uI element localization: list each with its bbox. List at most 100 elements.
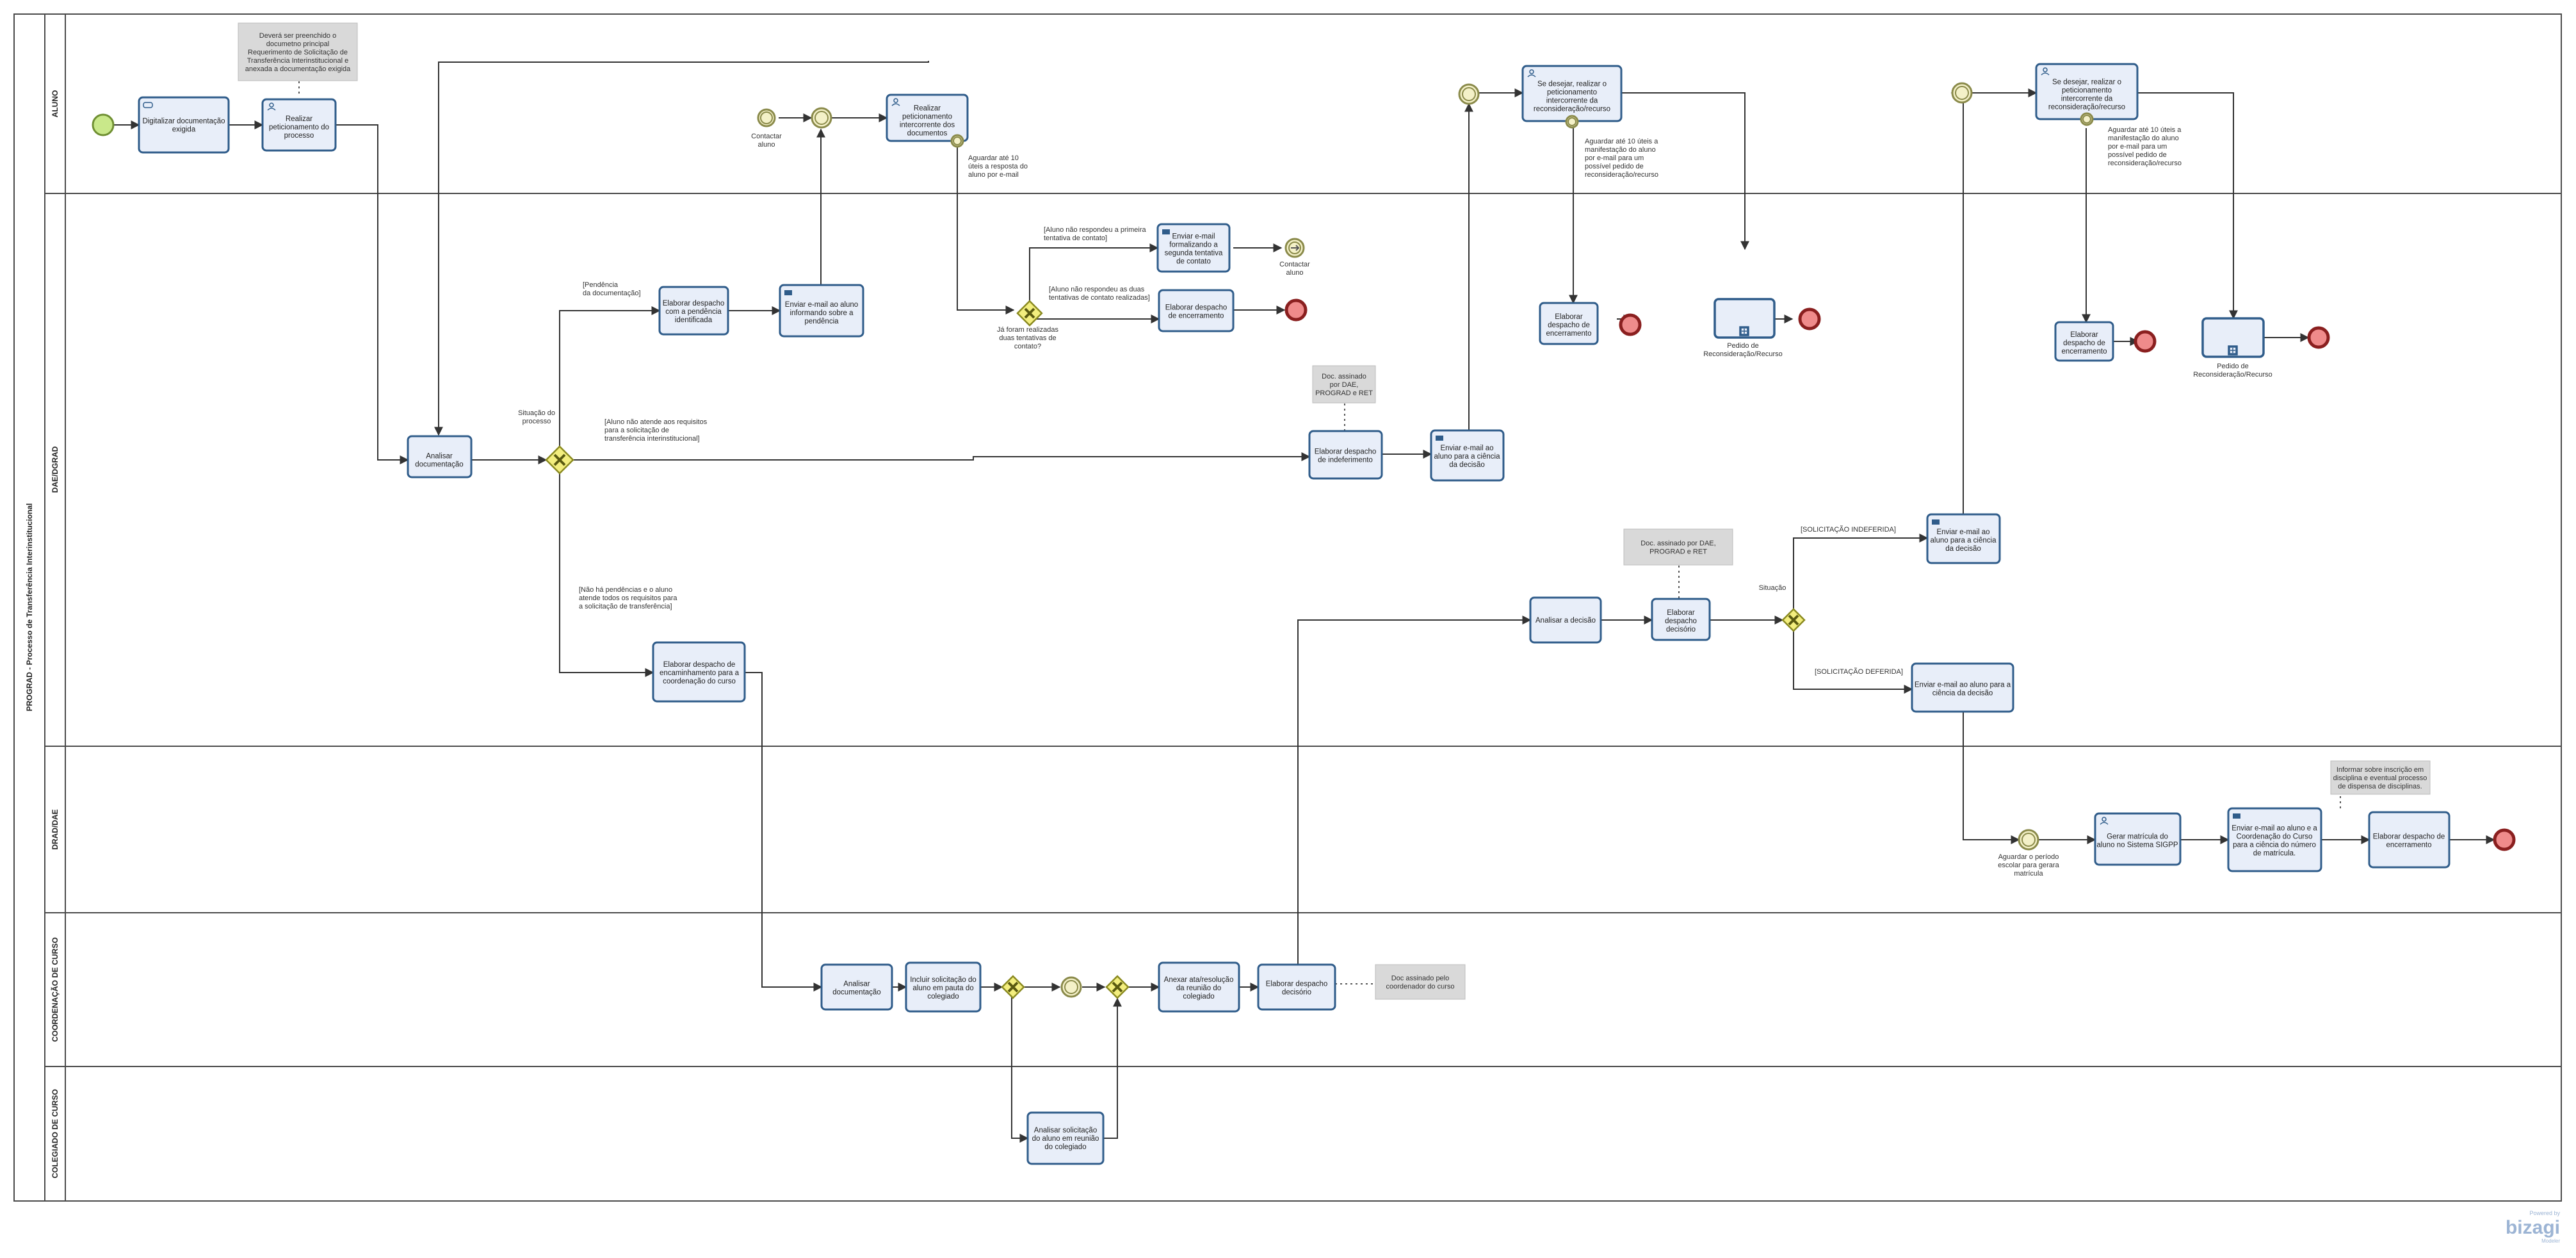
label-situacao_processo-line-1: processo (522, 418, 551, 425)
end-event-1[interactable] (1284, 298, 1308, 322)
subprocess-reconsideracao-1[interactable] (1713, 298, 1776, 339)
task-t21-line-2: para a ciência do número (2233, 842, 2316, 849)
task-t26-line-1: decisório (1282, 989, 1311, 997)
start-event[interactable] (92, 113, 115, 136)
label-deferida-line-0: [SOLICITAÇÃO DEFERIDA] (1815, 667, 1903, 676)
task-t12-line-0: Enviar e-mail ao (1440, 445, 1493, 452)
label-nao_respondeu2-line-0: [Aluno não respondeu as duas (1049, 286, 1145, 293)
gateway-situacao[interactable] (1781, 608, 1806, 632)
task-t8-line-2: pendência (804, 318, 839, 325)
task-t20-line-1: aluno no Sistema SIGPP (2096, 842, 2178, 849)
annotation-a2-line-2: PROGRAD e RET (1315, 389, 1373, 397)
label-sem_pendencias-line-1: atende todos os requisitos para (579, 594, 677, 602)
task-t7-line-0: Elaborar despacho (663, 300, 725, 307)
intermediate-event-contactar-2[interactable] (1284, 238, 1305, 258)
task-t24-line-2: colegiado (927, 993, 959, 1001)
end-event-6[interactable] (2493, 828, 2516, 851)
label-aguardar_periodo-line-0: Aguardar o período (1998, 853, 2059, 861)
bizagi-logo: Powered by bizagi Modeler (2506, 1210, 2561, 1244)
gateway-coord-2[interactable] (1105, 975, 1130, 999)
end-event-3[interactable] (1798, 307, 1821, 331)
intermediate-event-coord[interactable] (1060, 976, 1082, 998)
task-t17-line-0: Elaborar (1667, 609, 1695, 617)
task-t23-line-0: Analisar (843, 981, 870, 988)
end-event-5[interactable] (2307, 326, 2330, 349)
task-t9-line-0: Enviar e-mail (1172, 233, 1215, 241)
lane-label-colegiado: COLEGIADO DE CURSO (51, 1089, 60, 1178)
task-t5-line-1: peticionamento (2062, 87, 2112, 95)
task-t25-line-1: da reunião do (1176, 984, 1221, 992)
timer-event-recon-2[interactable] (2080, 112, 2094, 126)
task-t2-line-2: processo (284, 132, 314, 140)
intermediate-event-contactar[interactable] (757, 108, 776, 127)
task-reconsideracao-2[interactable]: Se desejar, realizar opeticionamentointe… (2035, 63, 2139, 120)
task-t3-line-3: documentos (907, 130, 948, 138)
task-reconsideracao-1[interactable]: Se desejar, realizar opeticionamentointe… (1521, 65, 1623, 122)
label-situacao_processo-line-0: Situação do (518, 409, 555, 417)
task-t11-line-1: de indeferimento (1318, 457, 1373, 464)
intermediate-event-aluno-2[interactable] (1951, 82, 1973, 104)
label-aguardar_resposta-line-1: úteis a resposta do (968, 163, 1028, 170)
annotation-a2-line-1: por DAE, (1330, 381, 1359, 389)
annotation-a5-line-2: de dispensa de disciplinas. (2338, 783, 2422, 790)
task-t18-line-1: aluno para a ciência (1931, 537, 1997, 544)
end-event-4[interactable] (2134, 330, 2157, 353)
subprocess-reconsideracao-2[interactable] (2201, 317, 2265, 358)
gateway-coord-1[interactable] (1001, 975, 1025, 999)
end-event-2[interactable] (1619, 313, 1642, 336)
task-t5-line-0: Se desejar, realizar o (2052, 79, 2121, 86)
user-icon (267, 67, 2109, 825)
label-aguardar_periodo-line-1: escolar para gerara (1998, 862, 2059, 869)
timer-event-recon-1[interactable] (1565, 115, 1579, 129)
timer-event-periodo[interactable] (2018, 829, 2039, 851)
timer-event-resposta[interactable] (950, 134, 964, 148)
intermediate-event-aluno-1[interactable] (1458, 83, 1480, 105)
task-t4-line-3: reconsideração/recurso (1534, 106, 1610, 113)
gateway-tentativas[interactable] (1016, 300, 1043, 327)
intermediate-event-link[interactable] (811, 107, 832, 129)
task-t21-line-1: Coordenação do Curso (2237, 833, 2313, 841)
label-situacao: Situação (1759, 584, 1786, 592)
annotation-a5-line-0: Informar sobre inscrição em (2337, 766, 2424, 774)
task-analisar-decisao[interactable]: Analisar a decisão (1529, 596, 1602, 644)
gateway-situacao-processo[interactable] (545, 445, 574, 475)
label-pendencia-line-1: da documentação] (583, 290, 641, 297)
pool-header (13, 13, 45, 1202)
lane-aluno (44, 13, 2562, 194)
label-indeferida-line-0: [SOLICITAÇÃO INDEFERIDA] (1801, 525, 1896, 534)
task-t22-line-0: Elaborar despacho de (2373, 833, 2445, 841)
label-ja_foram-line-2: contato? (1014, 343, 1041, 350)
task-t15-line-2: coordenação do curso (663, 678, 736, 685)
